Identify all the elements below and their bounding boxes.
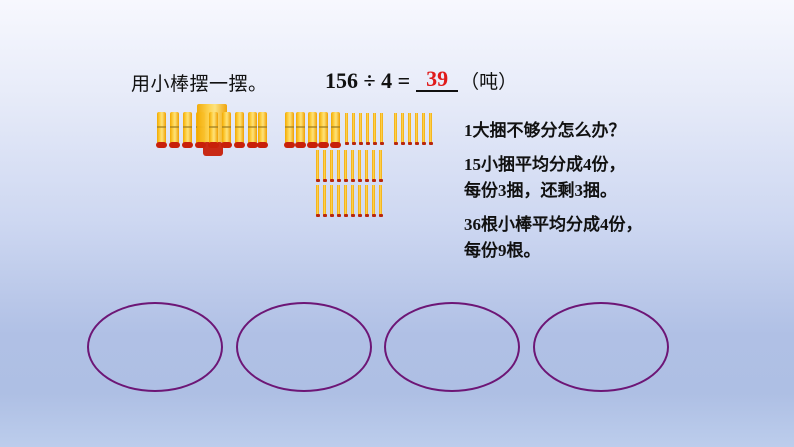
loose-stick [329,150,334,182]
loose-stick [372,113,377,145]
stick-bundle [182,112,193,148]
stick-bundle [295,112,306,148]
loose-stick [322,185,327,217]
stick-bundle [156,112,167,148]
stick-bundle [234,112,245,148]
group-circle-2 [236,302,372,392]
loose-stick [365,113,370,145]
step-question: 1大捆不够分怎么办？ [464,121,626,140]
stick-bundle [208,112,219,148]
counting-sticks-illustration [150,100,450,220]
loose-stick [336,150,341,182]
loose-stick [428,113,433,145]
stick-bundle [247,112,258,148]
loose-stick [351,113,356,145]
instruction-text: 用小棒摆一摆。 [131,73,268,95]
stick-bundle [169,112,180,148]
loose-stick [364,150,369,182]
loose-stick [344,113,349,145]
loose-stick [350,185,355,217]
solution-steps: 1大捆不够分怎么办？ 15小捆平均分成4份， 每份3捆，还剩3捆。 36根小棒平… [464,118,643,264]
step-text: 每份3捆，还剩3捆。 [464,181,617,200]
equation-expression: 156 ÷ 4 = [325,68,411,93]
loose-stick [315,150,320,182]
division-equation: 156 ÷ 4 = 39 （吨） [325,67,517,94]
loose-stick [407,113,412,145]
unit-label: （吨） [460,71,518,93]
loose-stick [357,185,362,217]
stick-bundle [284,112,295,148]
step-text: 每份9根。 [464,241,541,260]
loose-stick [371,185,376,217]
stick-bundle [318,112,329,148]
loose-stick [315,185,320,217]
loose-stick [378,185,383,217]
loose-stick [400,113,405,145]
step-text: 15小捆平均分成4份， [464,155,626,174]
stick-bundle [307,112,318,148]
group-circle-1 [87,302,223,392]
loose-stick [414,113,419,145]
loose-stick [357,150,362,182]
loose-stick [371,150,376,182]
loose-stick [358,113,363,145]
loose-stick [350,150,355,182]
step-text: 36根小棒平均分成4份， [464,215,643,234]
loose-stick [322,150,327,182]
loose-stick [378,150,383,182]
loose-stick [364,185,369,217]
stick-bundle [257,112,268,148]
group-circle-4 [533,302,669,392]
loose-stick [421,113,426,145]
loose-stick [343,185,348,217]
loose-stick [379,113,384,145]
stick-bundle [221,112,232,148]
group-circle-3 [384,302,520,392]
answer-blank: 39 [416,68,459,92]
loose-stick [329,185,334,217]
loose-stick [336,185,341,217]
loose-stick [343,150,348,182]
stick-bundle [330,112,341,148]
loose-stick [393,113,398,145]
